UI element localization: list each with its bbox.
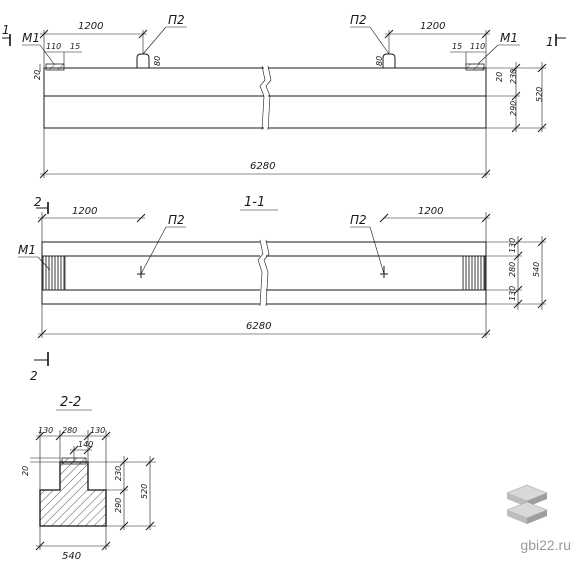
break-mark <box>259 65 266 131</box>
label-p2-right: П2 <box>350 13 367 27</box>
elevation-view: 6280 1200 1200 П2 П2 80 80 M1 110 15 <box>2 13 566 179</box>
dim-110-left: 110 <box>46 42 61 51</box>
label-m1-right: M1 <box>500 31 518 45</box>
dim-230: 230 <box>509 69 518 84</box>
dim-290: 290 <box>509 101 518 116</box>
break-mark <box>265 65 272 131</box>
dim-280: 280 <box>62 426 77 435</box>
stacked-slabs-icon <box>506 484 548 524</box>
dim-110-right: 110 <box>470 42 485 51</box>
dim-540: 540 <box>532 262 541 277</box>
section-mark-2-bottom: 2 <box>30 369 38 383</box>
embedded-plate-right <box>465 63 485 71</box>
label-p2-left: П2 <box>168 213 185 227</box>
dim-80-left: 80 <box>153 56 162 66</box>
dim-130-bottom: 130 <box>508 286 517 301</box>
dim-130-top: 130 <box>508 238 517 253</box>
section-mark-1-left: 1 <box>2 23 10 37</box>
dim-140: 140 <box>78 440 93 449</box>
break-mark <box>257 239 264 307</box>
dim-20-right: 20 <box>495 72 504 82</box>
dim-1200-left: 1200 <box>78 21 103 32</box>
dim-230: 230 <box>114 466 123 481</box>
beam-elevation-left <box>43 67 264 129</box>
label-p2-left: П2 <box>168 13 185 27</box>
dim-130-right: 130 <box>90 426 105 435</box>
t-section <box>39 461 107 527</box>
dim-1200-left: 1200 <box>72 206 97 217</box>
beam-plan-left <box>41 241 260 305</box>
plan-title: 1-1 <box>244 195 265 210</box>
watermark: gbi22.ru <box>493 483 571 571</box>
dim-1200-right: 1200 <box>418 206 443 217</box>
dim-520: 520 <box>535 87 544 102</box>
label-m1-left: M1 <box>22 31 40 45</box>
section-view: 2-2 130 280 130 140 20 <box>21 395 156 562</box>
dim-15-left: 15 <box>70 42 80 51</box>
dim-80-right: 80 <box>375 56 384 66</box>
section-mark-2-top: 2 <box>34 195 42 209</box>
beam-elevation-right <box>268 67 487 129</box>
dim-1200-right: 1200 <box>420 21 445 32</box>
break-mark <box>263 239 270 307</box>
dim-280: 280 <box>508 262 517 277</box>
dim-130-left: 130 <box>38 426 53 435</box>
dim-20-left: 20 <box>33 70 42 80</box>
watermark-text: gbi22.ru <box>520 537 571 553</box>
plan-view: 1-1 1200 1200 П2 П2 <box>18 195 547 383</box>
beam-plan-right <box>266 241 487 305</box>
dim-520: 520 <box>140 484 149 499</box>
dim-540: 540 <box>62 551 81 562</box>
embedded-plate-right <box>462 255 486 291</box>
label-p2-right: П2 <box>350 213 367 227</box>
dim-15-right: 15 <box>452 42 462 51</box>
embedded-plate-left <box>42 255 66 291</box>
section-mark-1-right: 1 <box>546 35 554 49</box>
embedded-plate-left <box>45 63 65 71</box>
dim-length-6280: 6280 <box>246 321 271 332</box>
lifting-loop-left <box>136 53 150 68</box>
dim-20: 20 <box>21 466 30 476</box>
section-title: 2-2 <box>60 395 81 410</box>
dim-length-6280: 6280 <box>250 161 275 172</box>
dim-290: 290 <box>114 498 123 513</box>
lifting-loop-right <box>382 53 396 68</box>
label-m1: M1 <box>18 243 36 257</box>
